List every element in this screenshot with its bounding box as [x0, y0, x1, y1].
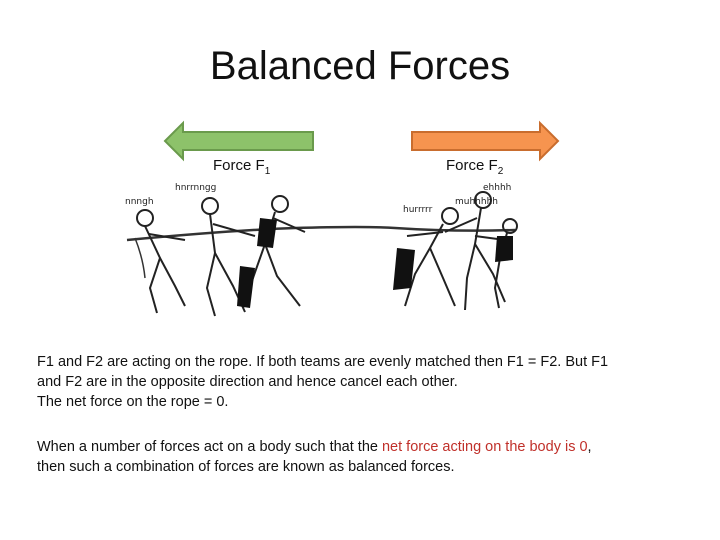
paragraph2-before: When a number of forces act on a body su… — [37, 439, 382, 455]
left-arrow-icon — [163, 120, 314, 162]
right-team — [404, 191, 518, 311]
bubble-muhhhhh: muhhhhh — [455, 197, 498, 207]
paragraph1-line2: and F2 are in the opposite direction and… — [37, 374, 458, 390]
tug-of-war-illustration: nnngh hnrrnngg hurrrrr ehhhh muhhhhh — [125, 183, 518, 317]
paragraph1-line1: F1 and F2 are acting on the rope. If bot… — [37, 354, 609, 370]
net-force-highlight: net force acting on the body is 0 — [381, 439, 588, 455]
rope — [126, 225, 516, 242]
left-shirt-dark — [257, 218, 277, 248]
rope-end — [134, 237, 146, 279]
force-f1-subscript: 1 — [264, 166, 271, 177]
paragraph-balanced-definition: When a number of forces act on a body su… — [37, 437, 687, 477]
bubble-hurrrrr: hurrrrr — [403, 205, 433, 215]
right-arrow-icon — [411, 120, 560, 162]
paragraph2-line2: then such a combination of forces are kn… — [37, 459, 455, 475]
right-shirt-dark — [495, 236, 513, 262]
right-trousers-dark — [393, 248, 415, 290]
bubble-nnngh: nnngh — [125, 197, 154, 207]
bubble-hnrrnngg: hnrrnngg — [175, 183, 216, 193]
bubble-ehhhh: ehhhh — [483, 183, 511, 193]
paragraph-forces-explanation: F1 and F2 are acting on the rope. If bot… — [37, 352, 687, 412]
slide-title: Balanced Forces — [209, 44, 511, 88]
force-f1-text: Force F — [213, 157, 265, 174]
left-trousers-dark — [237, 266, 255, 308]
left-team — [136, 195, 306, 317]
paragraph1-line3: The net force on the rope = 0. — [37, 394, 229, 410]
paragraph2-line1: When a number of forces act on a body su… — [37, 437, 687, 457]
force-f1-label: Force F1 — [213, 156, 270, 182]
force-f2-text: Force F — [446, 157, 498, 174]
force-f2-subscript: 2 — [497, 166, 504, 177]
paragraph2-after: , — [587, 439, 592, 455]
force-f2-label: Force F2 — [446, 156, 503, 182]
